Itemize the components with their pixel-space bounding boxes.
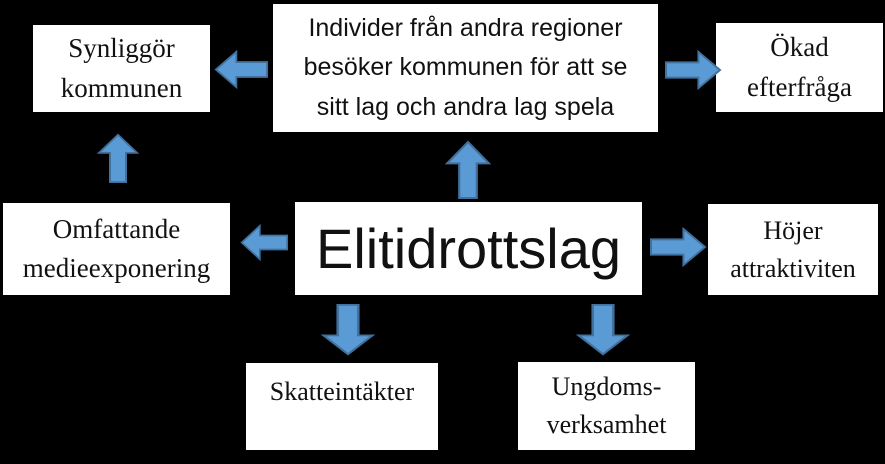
node-ungdomsverksamhet: Ungdoms- verksamhet [518, 362, 695, 450]
arrow-up-to-visitors-box-icon [445, 140, 491, 199]
node-synliggor-kommunen: Synliggör kommunen [33, 25, 210, 112]
arrow-up-to-synliggor-kommunen-icon [97, 133, 139, 183]
node-omfattande-medieexponering: Omfattande medieexponering [3, 203, 230, 295]
arrow-right-to-okad-efterfraga-icon [665, 50, 722, 90]
arrow-down-to-ungdomsverksamhet-icon [576, 304, 630, 356]
node-skatteintakter: Skatteintäkter [246, 363, 438, 450]
arrow-left-to-synliggor-kommunen-icon [214, 50, 268, 89]
arrow-down-to-skatteintakter-icon [321, 304, 375, 356]
node-visitors-from-other-regions: Individer från andra regioner besöker ko… [273, 4, 658, 132]
node-okad-efterfraga: Ökad efterfråga [716, 23, 883, 112]
node-elitidrottslag: Elitidrottslag [295, 202, 642, 295]
arrow-right-to-hojer-attraktiviten-icon [650, 227, 707, 267]
node-hojer-attraktiviten: Höjer attraktiviten [708, 204, 878, 295]
arrow-left-to-medieexponering-icon [240, 224, 288, 261]
